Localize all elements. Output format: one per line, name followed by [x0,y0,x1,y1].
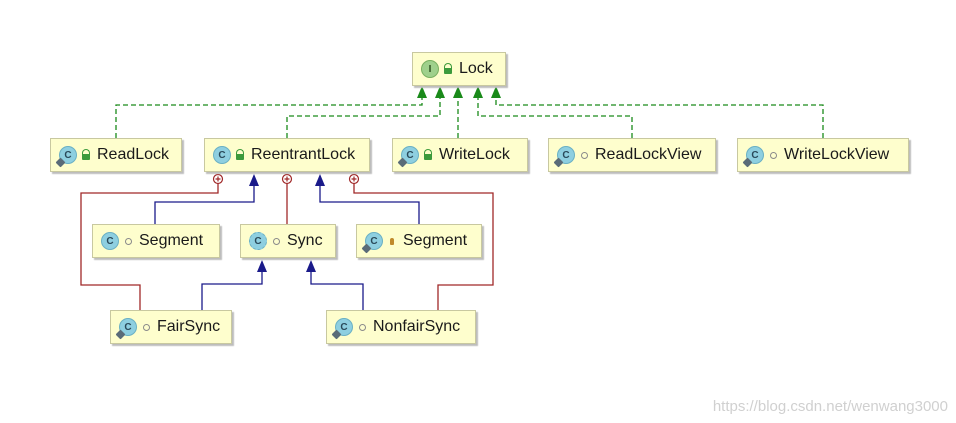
node-writelockview[interactable]: C WriteLockView [737,138,909,172]
arrowhead-4 [473,86,483,98]
package-visibility-icon [357,321,367,333]
inner-class-edges [80,184,494,310]
node-segment-package[interactable]: C Segment [92,224,220,258]
arrowhead-2 [435,86,445,98]
package-visibility-icon [768,149,778,161]
public-visibility-icon [443,63,453,75]
edge-segment1-reentrantlock [154,180,255,224]
node-nonfairsync[interactable]: C NonfairSync [326,310,476,344]
node-label: WriteLockView [784,146,890,163]
static-class-icon: C [742,146,764,168]
node-reentrantlock[interactable]: C ReentrantLock [204,138,370,172]
inner-class-markers [212,173,360,185]
watermark: https://blog.csdn.net/wenwang3000 [712,398,948,415]
node-readlock[interactable]: C ReadLock [50,138,182,172]
package-visibility-icon [579,149,589,161]
arrowhead-5 [491,86,501,98]
edge-segment2-reentrantlock [319,180,420,224]
edge-nonfairsync-sync [310,266,364,310]
node-lock[interactable]: I Lock [412,52,506,86]
edge-writelockview-lock [495,90,824,138]
node-writelock[interactable]: C WriteLock [392,138,528,172]
package-visibility-icon [123,235,133,247]
node-label: Segment [403,232,468,249]
edge-reentrantlock-lock [286,90,441,138]
node-label: Segment [139,232,204,249]
public-visibility-icon [235,149,245,161]
edge-readlockview-lock [477,90,633,138]
edge-fairsync-reentrantlock [80,184,219,310]
implements-edges [115,90,824,138]
static-class-icon: C [331,318,353,340]
static-class-icon: C [115,318,137,340]
class-icon: C [101,232,119,250]
node-label: ReentrantLock [251,146,356,163]
public-visibility-icon [81,149,91,161]
private-visibility-icon [387,235,397,247]
package-visibility-icon [271,235,281,247]
node-label: Sync [287,232,323,249]
static-class-icon: C [397,146,419,168]
arrowhead-3 [453,86,463,98]
node-label: WriteLock [439,146,510,163]
node-fairsync[interactable]: C FairSync [110,310,232,344]
node-sync[interactable]: C Sync [240,224,336,258]
node-label: NonfairSync [373,318,461,335]
extends-edges [154,180,420,310]
node-readlockview[interactable]: C ReadLockView [548,138,716,172]
abstract-class-icon: C [249,232,267,250]
public-visibility-icon [423,149,433,161]
node-label: FairSync [157,318,221,335]
implements-arrowheads [417,86,501,98]
arrowhead-1 [417,86,427,98]
package-visibility-icon [141,321,151,333]
edge-readlock-lock [115,90,423,138]
node-segment-private[interactable]: C Segment [356,224,482,258]
node-label: ReadLock [97,146,170,163]
static-class-icon: C [55,146,77,168]
static-class-icon: C [361,232,383,254]
node-label: Lock [459,60,493,77]
interface-icon: I [421,60,439,78]
extends-arrowheads [249,174,325,272]
node-label: ReadLockView [595,146,702,163]
class-icon: C [213,146,231,164]
static-class-icon: C [553,146,575,168]
edge-nonfairsync-reentrantlock [353,184,494,310]
edge-fairsync-sync [201,266,263,310]
